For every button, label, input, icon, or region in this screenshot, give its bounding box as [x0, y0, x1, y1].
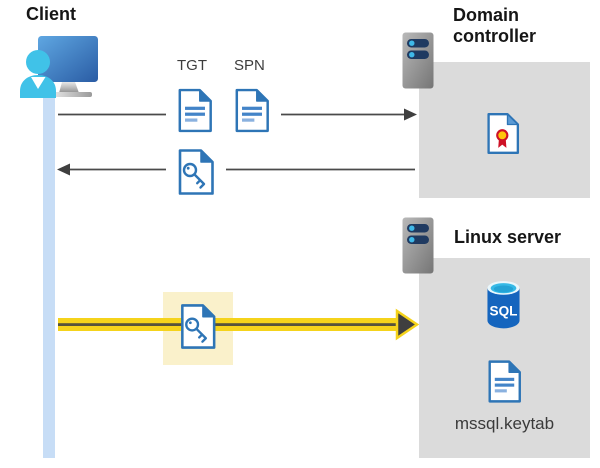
keytab-document-icon: [486, 358, 523, 405]
ticket-document-icon: [176, 87, 214, 134]
server-icon: [402, 217, 434, 274]
sql-database-icon: [486, 280, 521, 329]
client-title: Client: [26, 4, 77, 24]
response-arrow: [57, 163, 415, 176]
tgt-label: TGT: [177, 57, 207, 74]
ticket-response-document: [166, 145, 226, 204]
client-workstation-icon: [12, 30, 104, 98]
service-ticket-arrow: [58, 308, 420, 341]
domain-controller-title: Domain controller: [453, 5, 537, 46]
ticket-document-icon: [233, 87, 271, 134]
key-document-icon: [176, 148, 216, 196]
tgt-document: [166, 84, 224, 142]
spn-document: [223, 84, 281, 142]
server-icon: [402, 32, 434, 89]
certificate-document-icon: [485, 111, 521, 156]
keytab-filename: mssql.keytab: [454, 414, 555, 433]
spn-label: SPN: [234, 57, 265, 74]
key-document-icon: [178, 303, 218, 350]
client-lifeline: [43, 88, 55, 458]
linux-server-title: Linux server: [454, 227, 562, 247]
